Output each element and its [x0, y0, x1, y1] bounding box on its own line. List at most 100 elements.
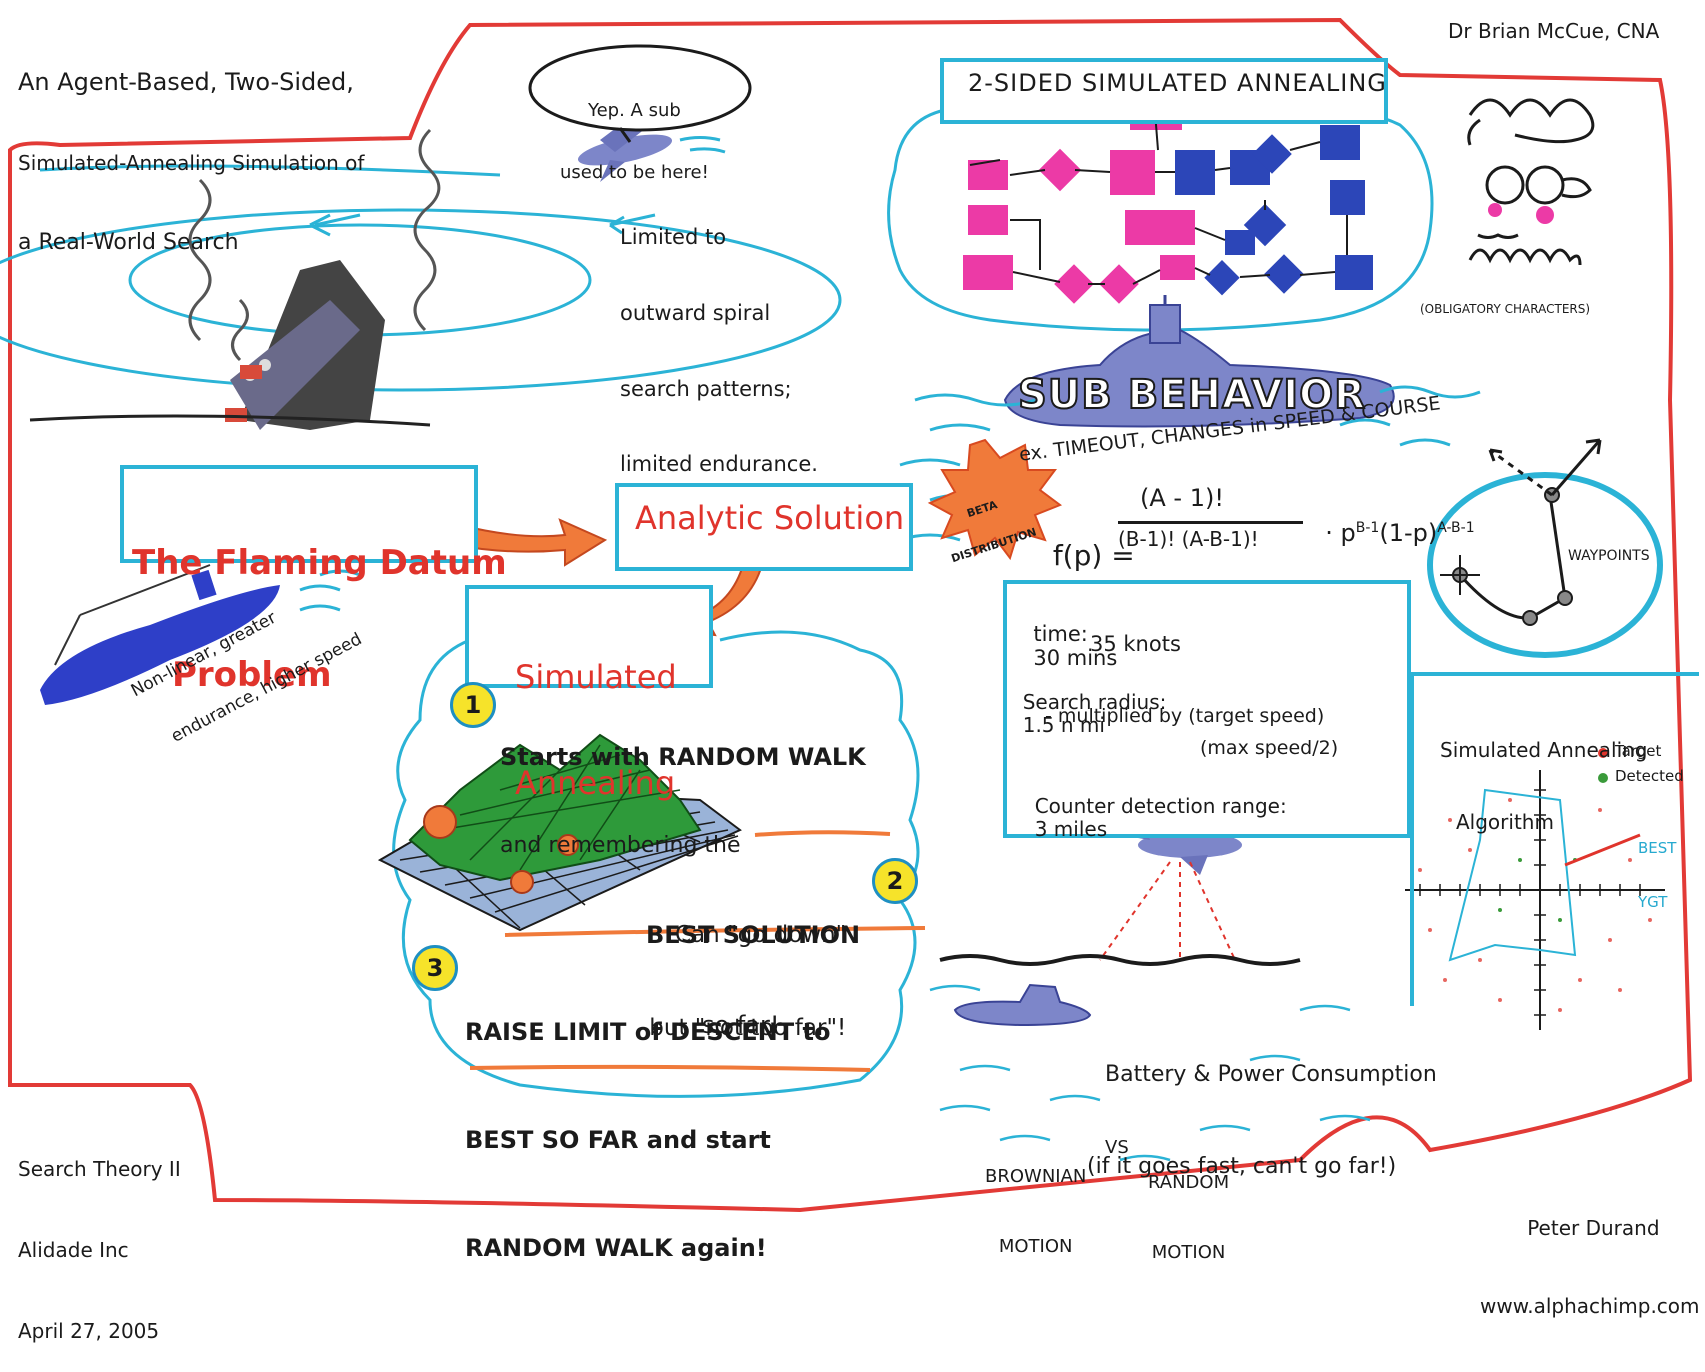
beta-line-1: BETA: [965, 498, 999, 521]
analytic-solution-box: [615, 483, 913, 571]
best-line-1: BEST: [1638, 839, 1677, 857]
flaming-datum-line-1: The Flaming Datum: [132, 542, 507, 583]
formula-exp-2: A-B-1: [1437, 519, 1475, 536]
best-line-2: YGT: [1638, 893, 1668, 911]
battery-line-1: Battery & Power Consumption: [1105, 1061, 1437, 1087]
formula-lhs: f(p) =: [1052, 539, 1135, 573]
motion-b-line-1: RANDOM: [1148, 1171, 1230, 1193]
beta-formula: f(p) =: [1035, 488, 1135, 572]
formula-numerator: (A - 1)!: [1140, 484, 1224, 512]
brownian-motion: BROWNIAN MOTION: [985, 1118, 1086, 1282]
step-1-line-3: BEST SOLUTION: [646, 920, 861, 949]
sa-title-line-2: Annealing: [515, 763, 676, 802]
param-counter-value: 3 miles: [1034, 817, 1108, 841]
title-line-1: An Agent-Based, Two-Sided,: [18, 68, 354, 97]
sa-algorithm-box: [1410, 672, 1699, 1006]
formula-fraction-bar: [1118, 521, 1303, 524]
plane-note-line-1: Limited to: [620, 225, 727, 250]
footer-left: Search Theory II Alidade Inc April 27, 2…: [18, 1102, 181, 1372]
detection-lines: [1099, 861, 1236, 961]
flaming-datum-box: [120, 465, 478, 563]
param-counter-detection: Counter detection range: 3 miles: [1022, 772, 1287, 841]
motion-vs: VS: [1105, 1137, 1129, 1158]
step-1-text: Starts with RANDOM WALK and remembering …: [500, 682, 866, 1070]
motion-a-line-1: BROWNIAN: [985, 1165, 1087, 1187]
footer-left-line-3: April 27, 2005: [18, 1319, 160, 1343]
param-time-label: time:: [1033, 622, 1088, 647]
waypoints-diagram: [1427, 438, 1663, 658]
formula-exp-1: B-1: [1355, 519, 1380, 536]
simulated-annealing-box: [465, 585, 713, 688]
title-line-2: Simulated-Annealing Simulation of: [18, 150, 365, 175]
step-3-text: RAISE LIMIT of DESCENT to BEST SO FAR an…: [465, 942, 830, 1302]
obligatory-caption: (OBLIGATORY CHARACTERS): [1420, 302, 1591, 316]
param-speed: 35 knots: [1090, 632, 1181, 656]
speech-bubble-text: Yep. A sub used to be here!: [560, 60, 709, 205]
motion-a-line-2: MOTION: [998, 1235, 1073, 1257]
analytic-solution-label: Analytic Solution: [635, 499, 905, 537]
formula-p: · p: [1325, 518, 1356, 547]
param-radius-value: 1.5 n mi: [1022, 713, 1105, 737]
ocean-waves-bottom: [929, 984, 1371, 1162]
speech-bubble: [528, 44, 752, 132]
page-title: An Agent-Based, Two-Sided, Simulated-Ann…: [18, 14, 364, 283]
arrow-icon: [609, 213, 656, 235]
mountain-icon: [377, 733, 742, 932]
param-multiplier-denominator: (max speed/2): [1200, 737, 1339, 759]
step-3-line-2: BEST SO FAR and start: [465, 1126, 771, 1154]
bubble-line-1: Yep. A sub: [588, 100, 681, 122]
ocean-surface: [939, 954, 1301, 966]
footer-right: Peter Durand www.alphachimp.com: [1480, 1163, 1700, 1345]
sa-algorithm-line-2: Algorithm: [1456, 810, 1554, 834]
step-2-badge: 2: [872, 858, 918, 904]
legend-target: Target: [1615, 742, 1662, 760]
smoke-icon: [188, 128, 441, 362]
sa-scatter-plot: [1405, 748, 1665, 1030]
battery-note: Battery & Power Consumption (if it goes …: [1087, 998, 1437, 1214]
param-time: time: 30 mins: [1020, 598, 1117, 670]
step-2-line-1: Can "go down": [675, 922, 847, 949]
skull-character-icon: [1467, 98, 1595, 266]
battery-line-2: (if it goes fast, can't go far!): [1087, 1153, 1397, 1179]
sa-algorithm-line-1: Simulated Annealing: [1440, 738, 1648, 762]
step-1-line-1: Starts with RANDOM WALK: [500, 743, 866, 771]
author-credit: Dr Brian McCue, CNA: [1448, 19, 1660, 43]
two-sided-title: 2-SIDED SIMULATED ANNEALING: [968, 69, 1387, 97]
formula-one-minus-p: (1-p): [1379, 518, 1438, 547]
footer-right-line-1: Peter Durand: [1527, 1216, 1660, 1240]
random-motion: RANDOM MOTION: [1148, 1124, 1229, 1288]
footer-left-line-1: Search Theory II: [18, 1157, 181, 1181]
sketch-canvas: [0, 17, 1693, 1213]
formula-tail: · pB-1(1-p)A-B-1: [1310, 492, 1475, 547]
title-line-3: a Real-World Search: [18, 230, 239, 256]
best-label: BEST YGT: [1638, 803, 1676, 929]
plane-note-line-3: search patterns;: [620, 376, 792, 401]
simulated-annealing-title: Simulated Annealing: [515, 590, 677, 836]
step-3-badge: 3: [412, 945, 458, 991]
footer-right-line-2: www.alphachimp.com: [1480, 1294, 1700, 1318]
step-1-badge: 1: [450, 682, 496, 728]
waypoints-label: WAYPOINTS: [1568, 548, 1650, 564]
step-2-text: Can "go down" but "not too far"!: [595, 858, 846, 1075]
two-sided-box: [940, 58, 1388, 124]
step-3-line-3: RANDOM WALK again!: [465, 1234, 767, 1262]
plane-note: Limited to outward spiral search pattern…: [620, 175, 818, 502]
plane-note-line-4: limited endurance.: [620, 452, 818, 477]
block-diagram: [963, 110, 1373, 304]
arrow-icon: [453, 518, 608, 567]
step-1-line-2: and remembering the: [500, 833, 741, 858]
param-multiplier: - multiplied by (target speed): [1045, 705, 1325, 727]
submarine-icon: [953, 983, 1092, 1027]
annealing-cloud: [392, 630, 920, 1098]
step-1-line-4: so far!: [702, 1010, 780, 1039]
param-counter-label: Counter detection range:: [1034, 794, 1287, 818]
param-time-value: 30 mins: [1033, 646, 1118, 671]
frame-outline: [8, 17, 1693, 1213]
param-radius: Search radius: 1.5 n mi: [1010, 668, 1167, 737]
motion-b-line-2: MOTION: [1151, 1241, 1226, 1263]
formula-denominator: (B-1)! (A-B-1)!: [1118, 527, 1259, 551]
plane-note-line-2: outward spiral: [620, 300, 771, 325]
flaming-datum-title: The Flaming Datum Problem: [132, 470, 507, 732]
ship-icon: [29, 260, 431, 430]
sa-algorithm-title: Simulated Annealing Algorithm: [1440, 690, 1648, 858]
